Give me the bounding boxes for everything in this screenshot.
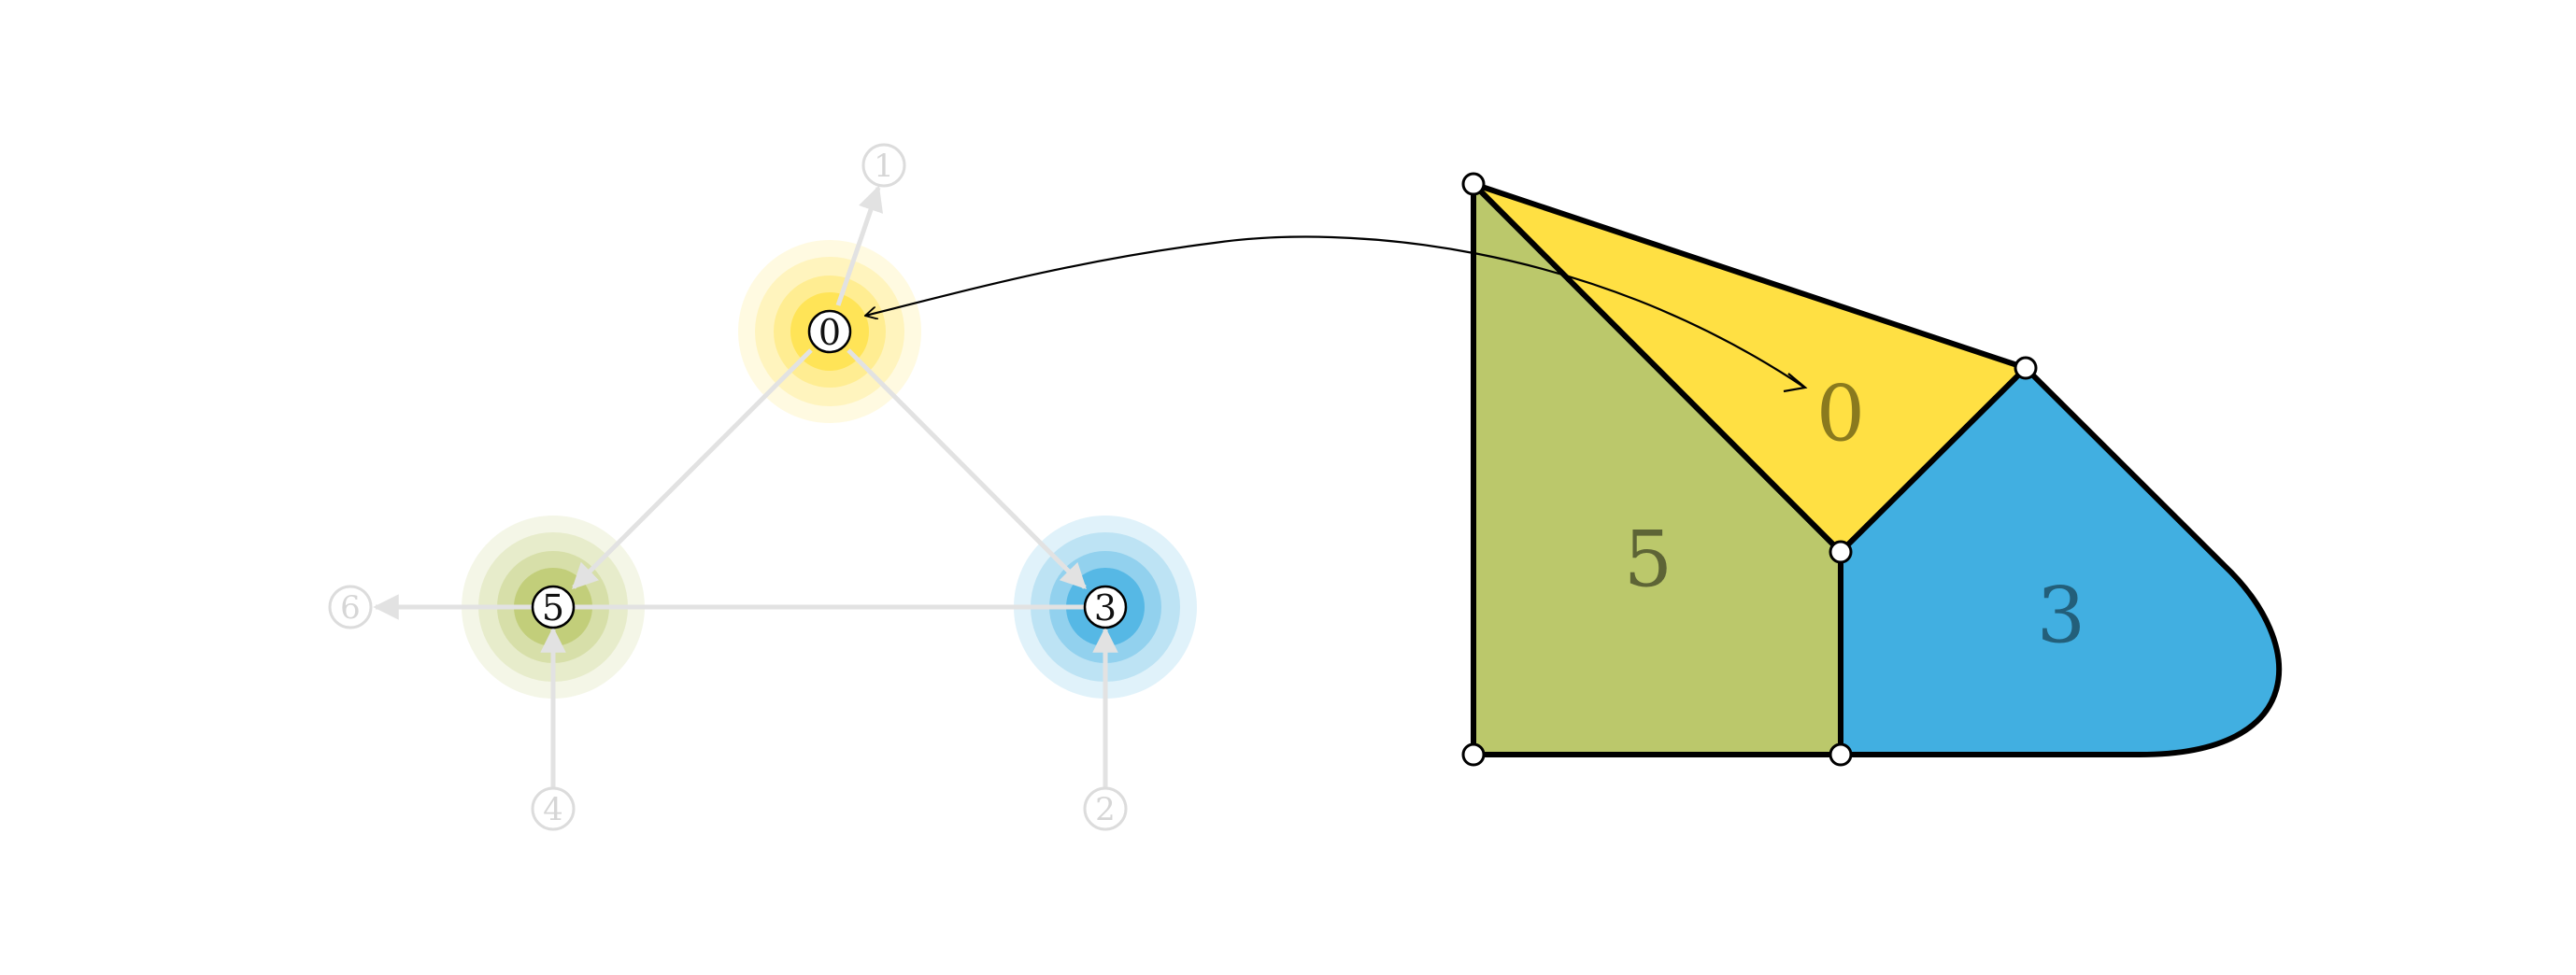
ghost-node-4: 4 [531,786,576,831]
ghost-node-6: 6 [328,585,373,629]
ghost-node-6-label: 6 [340,589,361,627]
region-5-label: 5 [1624,516,1672,605]
ghost-node-1-label: 1 [874,148,894,185]
node-0: 0 [807,309,852,354]
edge-0-5 [572,348,813,589]
node-5: 5 [531,585,576,629]
graph-panel: 1 6 4 2 0 5 3 [328,143,1197,831]
region-0-label: 0 [1816,371,1865,459]
node-3: 3 [1083,585,1128,629]
vertex-top-right [2014,356,2038,380]
region-3 [1838,365,2283,757]
edge-0-1 [835,185,884,306]
connector-arrow [865,235,1804,388]
graph-edges [373,185,1118,788]
vertex-top-left [1461,172,1486,196]
vertex-bottom-middle [1829,742,1853,767]
node-0-label: 0 [818,312,841,353]
region-vertices [1461,172,2038,767]
region-panel: 0 5 3 [1461,172,2283,767]
node-3-label: 3 [1094,587,1117,629]
vertex-center [1829,540,1853,564]
node-5-label: 5 [542,587,564,629]
connector-arrowhead-region [1783,373,1808,393]
vertex-bottom-left [1461,742,1486,767]
edge-0-3 [847,348,1087,589]
ghost-node-2-label: 2 [1095,791,1116,828]
ghost-node-2: 2 [1083,786,1128,831]
ghost-node-1: 1 [861,143,906,188]
ghost-node-4-label: 4 [543,791,563,828]
region-3-label: 3 [2037,572,2085,661]
